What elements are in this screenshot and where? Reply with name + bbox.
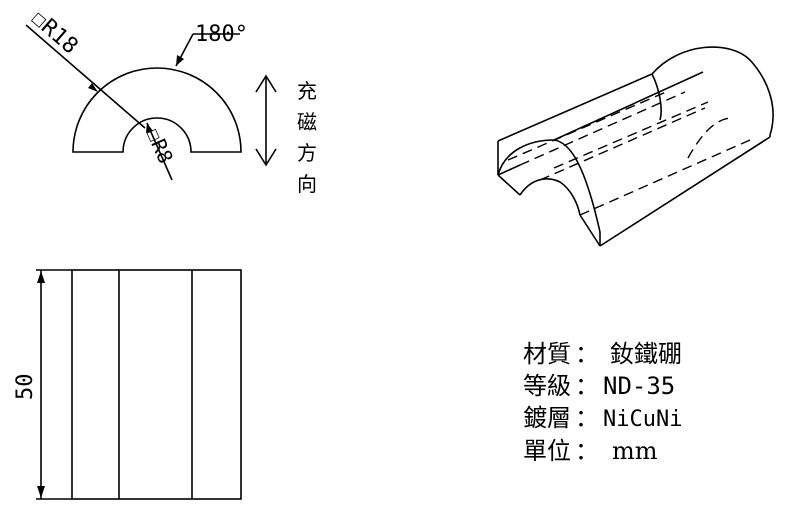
side-view: 50: [13, 269, 242, 500]
iso-front-left-base: [497, 174, 521, 196]
spec-label-grade: 等級: [523, 372, 571, 400]
spec-label-coating: 鍍層: [523, 404, 571, 432]
magnetization-char-4: 向: [297, 172, 317, 196]
magnetization-arrow-up-head: [255, 74, 277, 93]
iso-hidden-line-1: [519, 91, 686, 166]
iso-front-face-outer: [497, 139, 601, 233]
spec-row-material: 材質 ： 釹鐵硼: [523, 340, 682, 368]
side-view-outline: [71, 269, 242, 500]
length-arrowhead-top: [37, 271, 45, 283]
spec-row-coating: 鍍層 ： NiCuNi: [523, 404, 682, 432]
inner-radius-leader: [146, 122, 173, 181]
length-arrowhead-bottom: [37, 486, 45, 498]
iso-back-face-outer: [651, 46, 774, 136]
iso-hidden-line-2: [507, 91, 667, 161]
spec-block: 材質 ： 釹鐵硼 等級 ： ND-35 鍍層 ： NiCuNi 單位 ： mm: [523, 340, 682, 465]
front-view: ☐R18 ☐R8 180°: [25, 6, 248, 181]
magnetization-char-2: 磁: [297, 110, 317, 134]
outer-radius-arrowhead: [88, 83, 98, 92]
length-dimension-label: 50: [13, 374, 38, 401]
iso-front-inner-arc: [519, 178, 581, 216]
arc-angle-arrowhead: [176, 55, 184, 66]
magnetization-char-3: 方: [297, 141, 317, 165]
spec-row-grade: 等級 ： ND-35: [523, 372, 675, 400]
spec-value-unit: mm: [612, 437, 658, 465]
spec-label-unit: 單位: [523, 437, 571, 465]
iso-front-right-base: [579, 214, 601, 247]
isometric-view: [497, 46, 774, 247]
front-view-outline: [72, 67, 242, 153]
spec-row-unit: 單位 ： mm: [523, 437, 658, 465]
iso-ridge-top-left: [497, 73, 653, 142]
magnetization-char-1: 充: [297, 79, 317, 103]
iso-back-face-outer-left: [651, 73, 662, 121]
iso-hidden-back-inner-arc: [687, 117, 731, 159]
magnetization-arrow-down-head: [255, 148, 277, 167]
spec-separator: ：: [575, 437, 599, 465]
iso-ridge-left-bottom: [497, 164, 521, 176]
spec-separator: ：: [575, 404, 599, 432]
outer-radius-leader: [25, 24, 146, 129]
magnetization-indicator: 充 磁 方 向: [255, 74, 317, 196]
spec-label-material: 材質: [523, 340, 571, 368]
iso-ridge-bottom: [599, 136, 771, 247]
inner-radius-arrowhead: [146, 123, 153, 133]
spec-value-grade: ND-35: [603, 372, 675, 400]
iso-hidden-line-5: [539, 107, 706, 181]
spec-value-material: 釹鐵硼: [610, 340, 682, 368]
arc-angle-label: 180°: [195, 22, 248, 47]
iso-ridge-top-right: [553, 71, 704, 141]
spec-separator: ：: [575, 372, 599, 400]
spec-separator: ：: [575, 340, 599, 368]
iso-hidden-line-3: [553, 101, 709, 169]
inner-radius-label: ☐R8: [141, 124, 178, 167]
spec-value-coating: NiCuNi: [603, 407, 682, 432]
